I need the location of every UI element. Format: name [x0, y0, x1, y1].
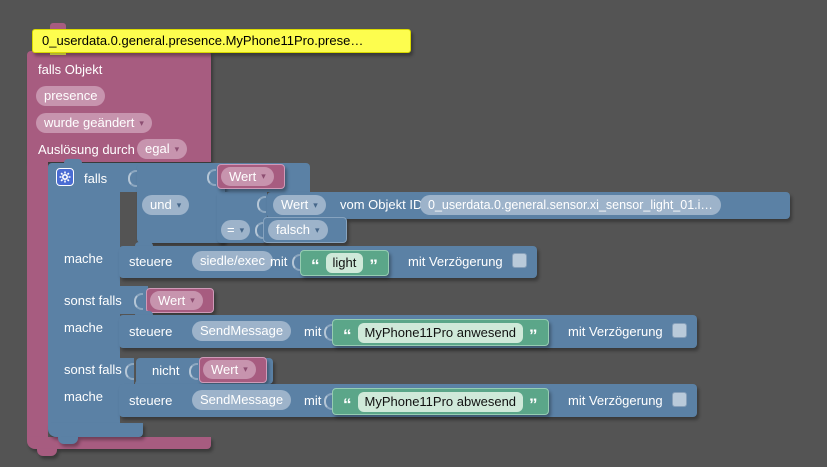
trigger-block-top-tab [50, 23, 66, 32]
trigger-block-spine[interactable] [27, 160, 48, 437]
change-mode-dropdown[interactable]: wurde geändert ▾ [36, 113, 152, 133]
quote-open-icon: “ [311, 256, 320, 275]
if-block-bottom[interactable] [48, 423, 143, 437]
delay-label-3: mit Verzögerung [568, 393, 663, 408]
compare-op-text: = [227, 222, 235, 237]
input-socket [128, 170, 137, 187]
falsch-text: falsch [276, 222, 310, 237]
sonst-falls-label-1: sonst falls [64, 293, 122, 308]
string-block-2[interactable]: “ MyPhone11Pro anwesend ” [332, 319, 549, 346]
wert-text: Wert [281, 197, 309, 212]
und-text: und [150, 197, 172, 212]
mache-label-1: mache [64, 251, 104, 266]
delay-checkbox-2[interactable] [672, 323, 687, 338]
chevron-down-icon: ▾ [261, 171, 266, 181]
steuere-label-1: steuere [129, 254, 173, 269]
input-socket [125, 363, 134, 380]
sensor-oid-field[interactable]: 0_userdata.0.general.sensor.xi_sensor_li… [420, 195, 721, 215]
string-block-1[interactable]: “ light ” [300, 250, 389, 276]
if-block-next-notch [58, 437, 78, 444]
chevron-down-icon: ▾ [243, 364, 248, 374]
chevron-down-icon: ▾ [239, 224, 245, 235]
wert-dropdown-2[interactable]: Wert ▾ [150, 291, 203, 310]
control-oid-field-2[interactable]: SendMessage [192, 321, 292, 341]
delay-label-2: mit Verzögerung [568, 324, 663, 339]
wert-dropdown-1[interactable]: Wert ▾ [221, 167, 274, 186]
wert-text: Wert [229, 169, 257, 184]
delay-label-1: mit Verzögerung [408, 254, 503, 269]
string-value-3[interactable]: MyPhone11Pro abwesend [357, 391, 524, 412]
chevron-down-icon: ▾ [314, 224, 320, 235]
delay-checkbox-1[interactable] [512, 253, 527, 268]
trigger-oid-field[interactable]: 0_userdata.0.general.presence.MyPhone11P… [32, 29, 411, 53]
trigger-block-bottom[interactable] [27, 437, 211, 449]
quote-close-icon: ” [529, 325, 538, 345]
falls-objekt-label: falls Objekt [38, 62, 103, 77]
und-dropdown[interactable]: und ▾ [142, 195, 190, 215]
string-block-3[interactable]: “ MyPhone11Pro abwesend ” [332, 388, 549, 415]
mit-label-2: mit [304, 324, 322, 339]
string-value-1[interactable]: light [325, 253, 364, 273]
trigger-mode-dropdown[interactable]: egal ▾ [137, 139, 188, 159]
ausloesung-label: Auslösung durch [38, 142, 135, 157]
statement2-prev-notch [135, 311, 153, 316]
control-oid-field-1[interactable]: siedle/exec [192, 251, 274, 271]
quote-close-icon: ” [369, 256, 378, 275]
mache-label-3: mache [64, 389, 104, 404]
statement3-prev-notch [135, 380, 153, 385]
mit-label-1: mit [270, 254, 288, 269]
chevron-down-icon: ▾ [176, 199, 182, 210]
chevron-down-icon: ▾ [139, 117, 144, 128]
if-block-prev-notch [64, 159, 82, 164]
input-socket [257, 196, 266, 213]
quote-close-icon: ” [529, 394, 538, 414]
chevron-down-icon: ▾ [313, 199, 318, 210]
input-socket [207, 169, 216, 186]
string-value-2[interactable]: MyPhone11Pro anwesend [357, 322, 524, 343]
mache-label-2: mache [64, 320, 104, 335]
if-block-spine[interactable] [48, 192, 120, 423]
trigger-name-field[interactable]: presence [36, 86, 106, 106]
falsch-dropdown[interactable]: falsch ▾ [268, 220, 328, 240]
quote-open-icon: “ [343, 325, 352, 345]
trigger-mode-text: egal [145, 141, 170, 156]
input-socket [255, 222, 264, 239]
get-value-type-dropdown[interactable]: Wert ▾ [273, 195, 326, 215]
trigger-block-next-notch [37, 449, 57, 456]
change-mode-text: wurde geändert [44, 115, 135, 130]
compare-op-dropdown[interactable]: = ▾ [221, 220, 251, 240]
input-socket [292, 254, 301, 271]
nicht-label: nicht [152, 363, 180, 378]
steuere-label-2: steuere [129, 324, 173, 339]
input-socket [324, 324, 333, 341]
delay-checkbox-3[interactable] [672, 392, 687, 407]
sonst-falls-label-2: sonst falls [64, 362, 122, 377]
control-oid-field-3[interactable]: SendMessage [192, 390, 292, 410]
wert-dropdown-3[interactable]: Wert ▾ [203, 360, 256, 379]
quote-open-icon: “ [343, 394, 352, 414]
chevron-down-icon: ▾ [174, 143, 180, 154]
vom-objekt-id-label: vom Objekt ID [340, 197, 423, 212]
input-socket [324, 393, 333, 410]
wert-text: Wert [211, 362, 239, 377]
steuere-label-3: steuere [129, 393, 173, 408]
wert-text: Wert [158, 293, 186, 308]
mutator-gear-icon[interactable] [56, 168, 74, 186]
falls-label: falls [84, 171, 108, 186]
gear-icon [59, 171, 71, 183]
trigger-name-text: presence [44, 88, 98, 103]
input-socket [189, 363, 198, 380]
mit-label-3: mit [304, 393, 322, 408]
chevron-down-icon: ▾ [190, 295, 195, 305]
input-socket [134, 293, 143, 310]
statement1-prev-notch [135, 242, 153, 247]
